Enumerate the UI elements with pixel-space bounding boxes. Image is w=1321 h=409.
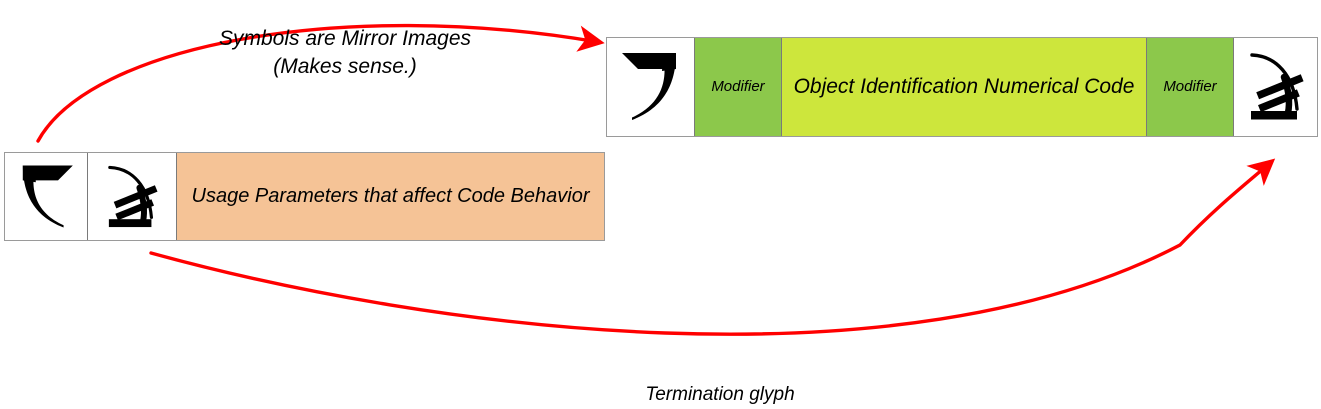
cell-numeric-code[interactable]: Object Identification Numerical Code [781, 38, 1146, 136]
modifier-left-label: Modifier [711, 77, 765, 95]
start-glyph-mirrored-icon [22, 165, 73, 228]
cell-modifier-right[interactable]: Modifier [1146, 38, 1233, 136]
cell-termination-glyph-2[interactable] [87, 153, 176, 240]
mirror-images-note: Symbols are Mirror Images (Makes sense.) [218, 27, 472, 78]
cell-modifier-left[interactable]: Modifier [694, 38, 781, 136]
usage-parameters-label: Usage Parameters that affect Code Behavi… [191, 185, 590, 207]
start-glyph-icon [621, 53, 676, 120]
cell-start-glyph-mirrored[interactable] [5, 153, 87, 240]
numeric-code-label: Object Identification Numerical Code [793, 74, 1135, 98]
object-code-bar: Modifier Object Identification Numerical… [606, 37, 1318, 137]
termination-glyph-note: Termination glyph [645, 384, 795, 405]
cell-usage-parameters[interactable]: Usage Parameters that affect Code Behavi… [176, 153, 604, 240]
usage-parameter-bar: Usage Parameters that affect Code Behavi… [4, 152, 605, 241]
modifier-right-label: Modifier [1163, 77, 1217, 95]
termination-glyph-icon-2 [108, 165, 158, 227]
cell-start-glyph[interactable] [607, 38, 694, 136]
cell-termination-glyph[interactable] [1233, 38, 1317, 136]
termination-glyph-icon [1249, 53, 1304, 120]
